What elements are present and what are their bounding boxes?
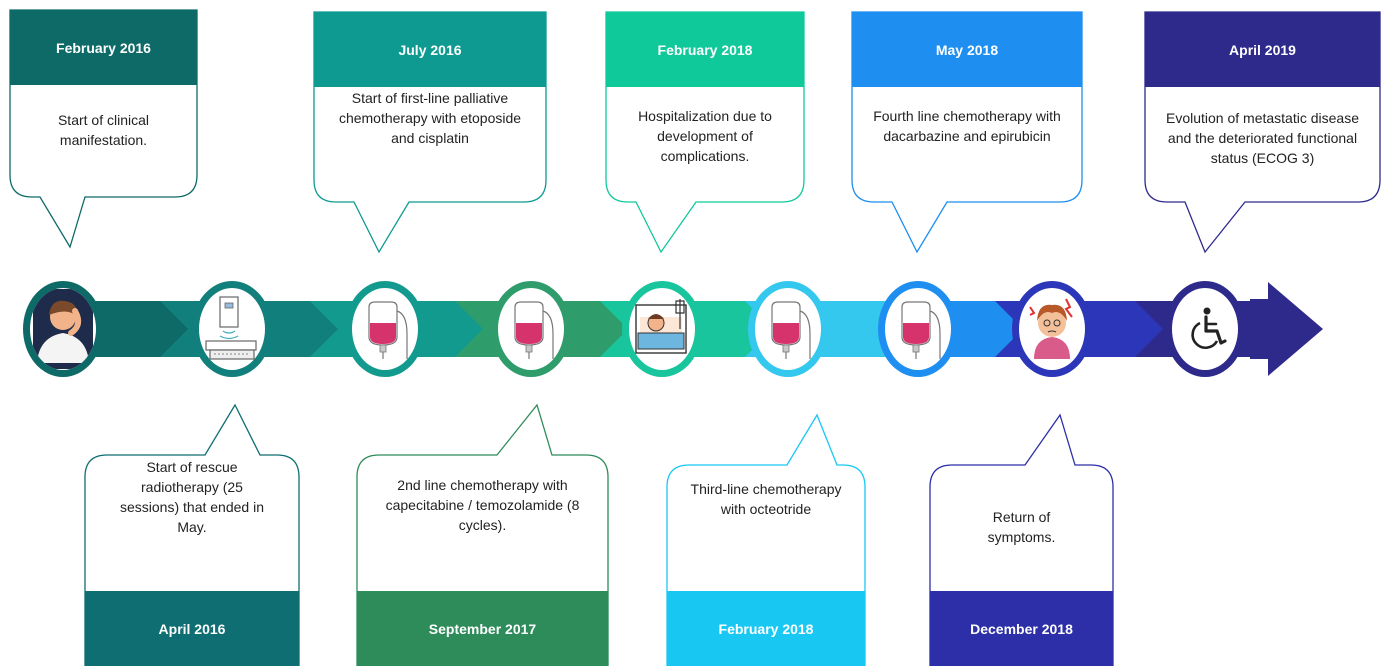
iv-bag-icon: [368, 301, 408, 359]
callout-top-3: February 2018 Hospitalization due to dev…: [605, 11, 805, 254]
stressed-person-icon: [1029, 298, 1073, 359]
callout-bottom-4: December 2018 Return of symptoms.: [929, 413, 1114, 666]
hospital-bed-icon: [635, 299, 687, 354]
iv-bag-icon: [514, 301, 554, 359]
event-description: 2nd line chemotherapy with capecitabine …: [385, 477, 580, 533]
radiotherapy-machine-icon: [205, 296, 257, 360]
timeline-node: [1165, 281, 1245, 377]
event-date: February 2018: [657, 41, 753, 58]
callout-shape: [851, 11, 1083, 254]
event-description: Return of symptoms.: [987, 509, 1056, 545]
callout-top-1: February 2016 Start of clinical manifest…: [9, 9, 198, 249]
event-description: Start of rescue radiotherapy (25 session…: [120, 459, 264, 535]
event-date: September 2017: [428, 620, 537, 637]
callout-shape: [1144, 11, 1381, 254]
event-date: February 2018: [718, 620, 814, 637]
callout-bottom-3: February 2018 Third-line chemotherapy wi…: [666, 413, 866, 666]
callout-shape: [605, 11, 805, 254]
timeline-node: [878, 281, 958, 377]
wheelchair-icon: [1191, 307, 1227, 350]
callout-bottom-2: September 2017 2nd line chemotherapy wit…: [356, 403, 609, 666]
event-description: Start of clinical manifestation.: [57, 112, 150, 148]
event-description: Evolution of metastatic disease and the …: [1166, 110, 1359, 166]
callout-shape: [356, 403, 609, 666]
callout-shape: [666, 413, 866, 666]
callout-top-5: April 2019 Evolution of metastatic disea…: [1144, 11, 1381, 254]
iv-bag-icon: [901, 301, 941, 359]
event-date: April 2016: [158, 620, 226, 637]
timeline-node: [622, 281, 702, 377]
timeline-node: [491, 281, 571, 377]
timeline-node: [192, 281, 272, 377]
timeline-node: [23, 281, 103, 377]
event-date: July 2016: [398, 41, 462, 58]
event-date: December 2018: [970, 620, 1073, 637]
event-date: May 2018: [935, 41, 999, 58]
event-description: Start of first-line palliative chemother…: [338, 90, 522, 146]
event-date: April 2019: [1229, 41, 1296, 58]
timeline-node: [1012, 281, 1092, 377]
callout-shape: [84, 403, 300, 666]
callout-shape: [9, 9, 198, 249]
timeline-arrowhead: [1250, 282, 1323, 376]
iv-bag-icon: [771, 301, 811, 359]
timeline-node: [748, 281, 828, 377]
callout-shape: [929, 413, 1114, 666]
person-headache-icon: [33, 289, 93, 369]
callout-top-2: July 2016 Start of first-line palliative…: [313, 11, 547, 254]
callout-shape: [313, 11, 547, 254]
event-description: Third-line chemotherapy with octeotride: [690, 481, 842, 517]
callout-bottom-1: April 2016 Start of rescue radiotherapy …: [84, 403, 300, 666]
timeline-node: [345, 281, 425, 377]
event-date: February 2016: [56, 39, 151, 56]
event-description: Hospitalization due to development of co…: [638, 108, 772, 164]
event-description: Fourth line chemotherapy with dacarbazin…: [873, 108, 1061, 144]
callout-top-4: May 2018 Fourth line chemotherapy with d…: [851, 11, 1083, 254]
